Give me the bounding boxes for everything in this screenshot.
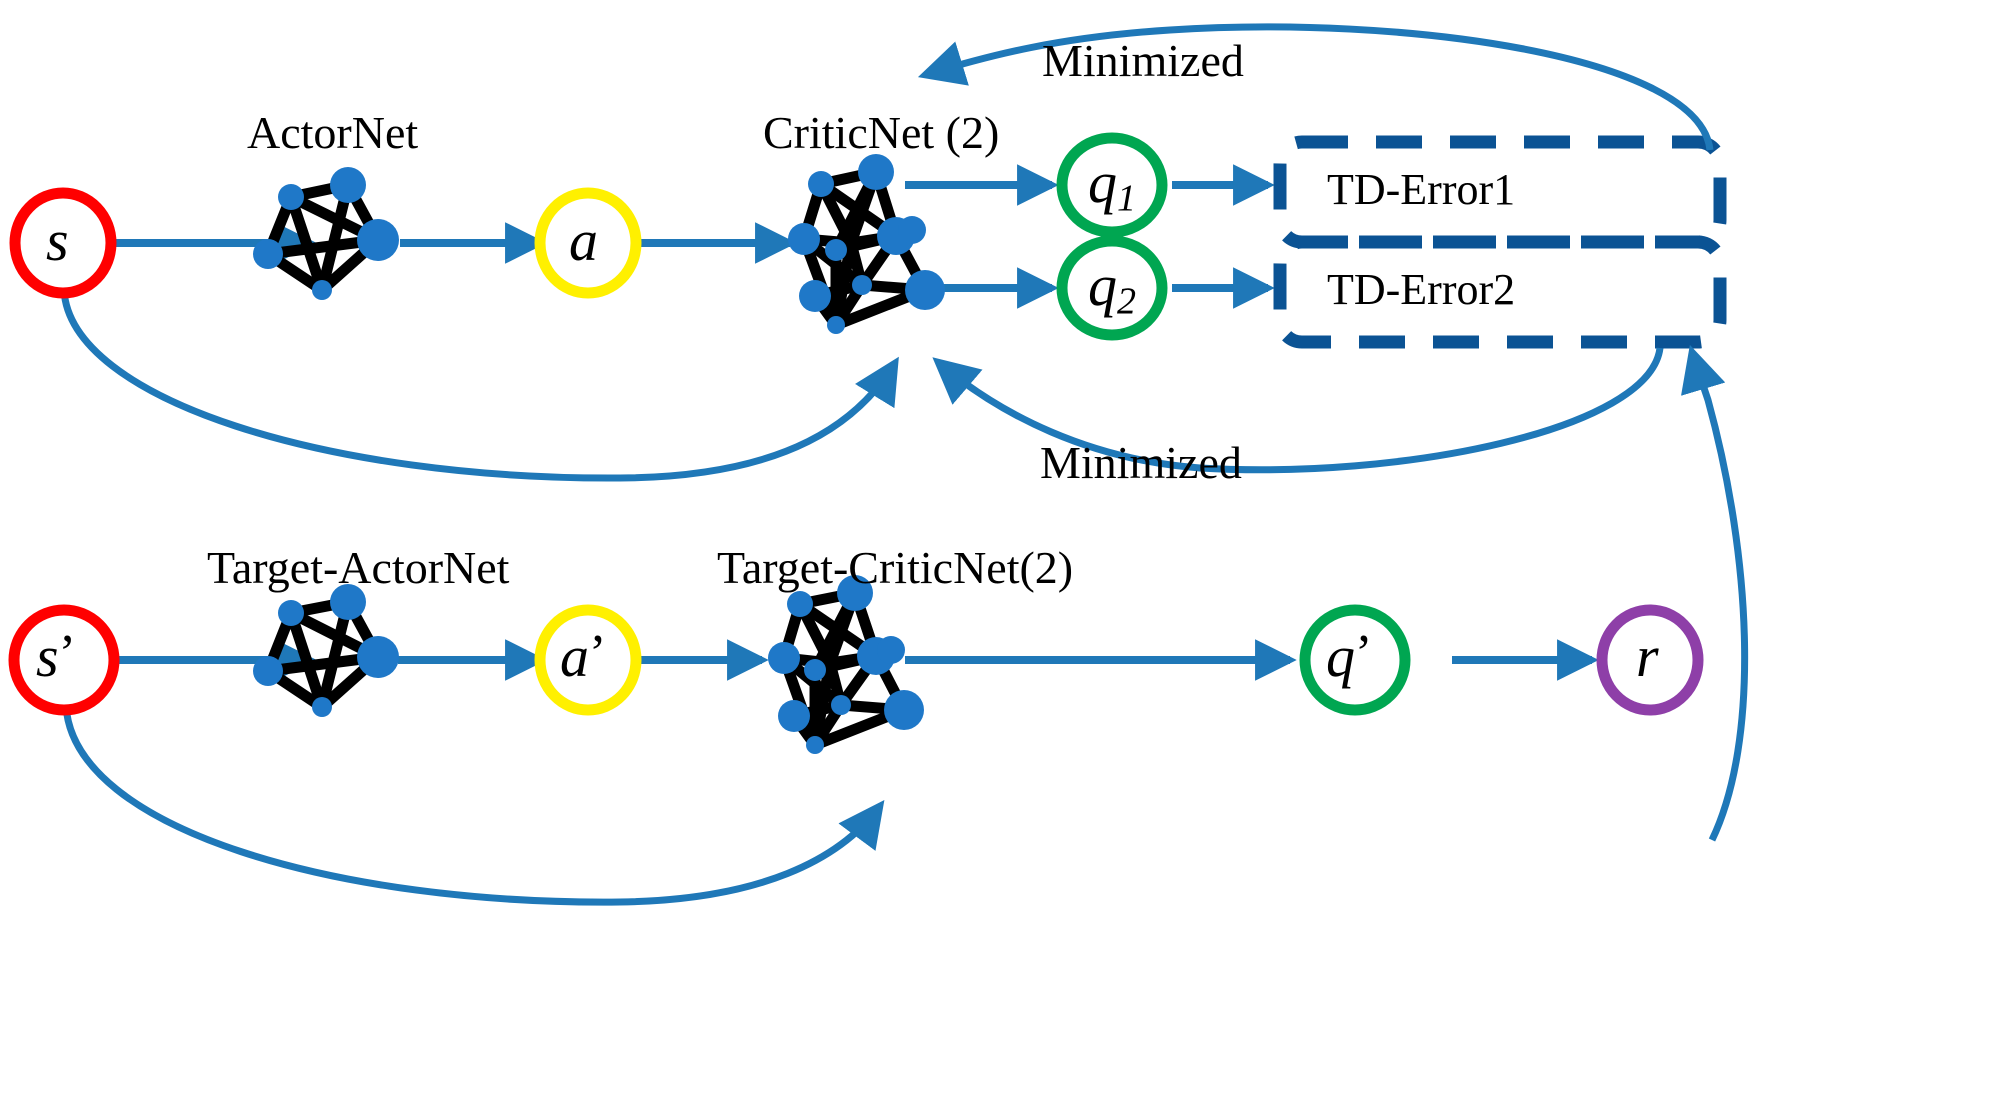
q2-subscript: 2 bbox=[1117, 280, 1136, 323]
q2-symbol: q bbox=[1088, 253, 1117, 318]
next-state-symbol: s bbox=[36, 624, 59, 690]
curve-state-to-criticnet bbox=[60, 289, 899, 482]
node-next-action-circle bbox=[534, 604, 642, 716]
td-error1-box bbox=[1273, 135, 1727, 249]
reward-symbol: r bbox=[1636, 624, 1659, 689]
target-criticnet-label: Target-CriticNet(2) bbox=[717, 542, 1074, 593]
node-q2-label: q2 bbox=[1088, 257, 1136, 323]
target-actornet-graph-nodes bbox=[253, 584, 399, 717]
node-next-state-label: s’ bbox=[36, 628, 76, 686]
criticnet-label: CriticNet (2) bbox=[763, 107, 1000, 158]
minimized-bottom-label: Minimized bbox=[1040, 437, 1242, 488]
criticnet-graph-nodes bbox=[788, 154, 945, 334]
node-next-action-label: a’ bbox=[560, 628, 606, 686]
q-target-symbol: q bbox=[1326, 624, 1355, 690]
node-q-target-label: q’ bbox=[1326, 628, 1372, 686]
node-reward-circle bbox=[1596, 604, 1704, 716]
node-q-target-circle bbox=[1299, 604, 1411, 716]
node-q2-circle bbox=[1056, 235, 1168, 341]
node-state-circle bbox=[9, 187, 117, 299]
state-symbol: s bbox=[46, 208, 69, 273]
next-action-symbol: a bbox=[560, 624, 589, 690]
td-error1-label: TD-Error1 bbox=[1327, 165, 1516, 214]
node-state-label: s bbox=[46, 212, 69, 270]
curve-minimized-top bbox=[917, 23, 1714, 151]
node-reward-label: r bbox=[1636, 628, 1659, 686]
action-symbol: a bbox=[569, 208, 598, 273]
q1-symbol: q bbox=[1088, 150, 1117, 215]
node-q1-label: q1 bbox=[1088, 154, 1136, 220]
curve-next-state-to-target-criticnet bbox=[62, 705, 885, 906]
curve-minimized-bottom bbox=[932, 347, 1664, 474]
q-target-prime: ’ bbox=[1355, 625, 1373, 682]
node-q1-circle bbox=[1056, 132, 1168, 238]
target-criticnet-graph-nodes bbox=[768, 575, 924, 754]
next-state-prime: ’ bbox=[58, 625, 76, 682]
next-action-prime: ’ bbox=[589, 625, 607, 682]
td-error2-box bbox=[1273, 235, 1727, 349]
node-action-label: a bbox=[569, 212, 598, 270]
arrow-reward-to-td-error2 bbox=[1681, 344, 1749, 842]
node-action-circle bbox=[534, 187, 642, 299]
td-error2-label: TD-Error2 bbox=[1327, 265, 1516, 314]
target-actornet-label: Target-ActorNet bbox=[207, 542, 510, 593]
node-next-state-circle bbox=[8, 604, 120, 716]
q1-subscript: 1 bbox=[1117, 177, 1136, 220]
actornet-label: ActorNet bbox=[247, 107, 419, 158]
minimized-top-label: Minimized bbox=[1042, 35, 1244, 86]
actornet-graph-nodes bbox=[253, 167, 399, 300]
